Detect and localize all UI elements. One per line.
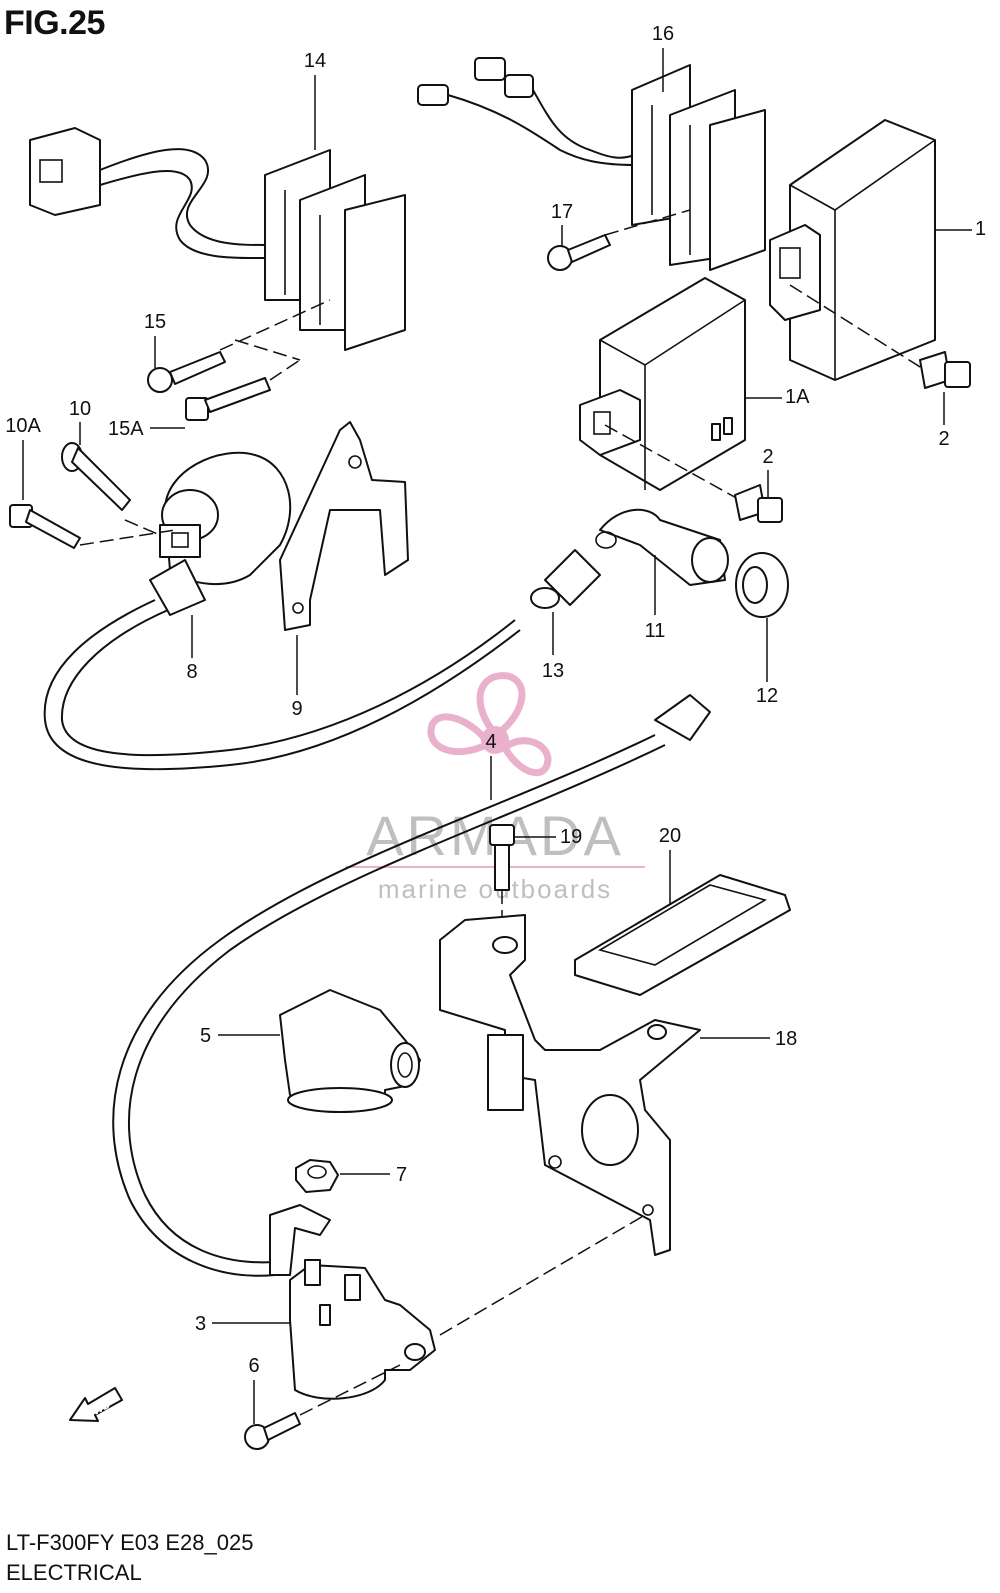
- bolt-2-upper: [919, 351, 971, 389]
- fwd-arrow-label: FWD: [85, 1399, 113, 1421]
- part-label-14: 14: [304, 50, 326, 72]
- part-label-1A: 1A: [785, 386, 810, 408]
- part-label-3: 3: [195, 1313, 206, 1335]
- starter-relay-3: [289, 1259, 436, 1400]
- cdi-unit-1: [769, 119, 936, 381]
- section-caption: ELECTRICAL: [6, 1560, 142, 1585]
- nut-7: [295, 1159, 339, 1193]
- grommet-12: [735, 552, 789, 618]
- regulator-rectifier-14: [29, 127, 406, 351]
- starter-relay-cap-5: [279, 989, 421, 1113]
- part-label-12: 12: [756, 685, 778, 707]
- part-label-19: 19: [560, 826, 582, 848]
- bolt-15A: [185, 339, 301, 421]
- coil-bracket-9: [279, 421, 409, 631]
- bolt-10A: [9, 504, 81, 549]
- screw-17: [547, 234, 611, 271]
- part-label-11: 11: [645, 620, 666, 642]
- plug-cap-11: [595, 508, 729, 586]
- bolt-19: [489, 824, 515, 945]
- screw-6: [244, 1364, 401, 1450]
- part-label-16: 16: [652, 23, 674, 45]
- cdi-unit-1A: [579, 277, 746, 501]
- bolt-10: [61, 442, 131, 511]
- part-label-17: 17: [551, 201, 573, 223]
- part-label-8: 8: [186, 661, 197, 683]
- propeller-logo-icon: [427, 672, 552, 777]
- part-label-4: 4: [485, 731, 496, 753]
- part-label-10: 10: [69, 398, 91, 420]
- bolt-2-lower: [734, 484, 783, 523]
- part-label-1: 1: [975, 218, 986, 240]
- battery-cable-4: [112, 694, 711, 1277]
- part-label-18: 18: [775, 1028, 797, 1050]
- regulator-16: [417, 57, 766, 271]
- part-label-13: 13: [542, 660, 564, 682]
- part-label-2-lower: 2: [762, 446, 773, 468]
- figure-title: FIG.25: [4, 4, 105, 42]
- grommet-13: [530, 549, 601, 609]
- part-label-10A: 10A: [5, 415, 41, 437]
- part-label-15A: 15A: [108, 418, 144, 440]
- part-label-2-upper: 2: [938, 428, 949, 450]
- model-code-caption: LT-F300FY E03 E28_025: [6, 1530, 254, 1555]
- ignition-coil-8: [43, 451, 521, 771]
- part-label-6: 6: [248, 1355, 259, 1377]
- part-label-7: 7: [396, 1164, 407, 1186]
- mounting-bracket-18: [439, 914, 701, 1336]
- strap-20: [574, 874, 791, 996]
- part-label-5: 5: [200, 1025, 211, 1047]
- part-label-20: 20: [659, 825, 681, 847]
- fwd-arrow-icon: FWD: [69, 1387, 123, 1422]
- part-label-9: 9: [291, 698, 302, 720]
- part-label-15: 15: [144, 311, 166, 333]
